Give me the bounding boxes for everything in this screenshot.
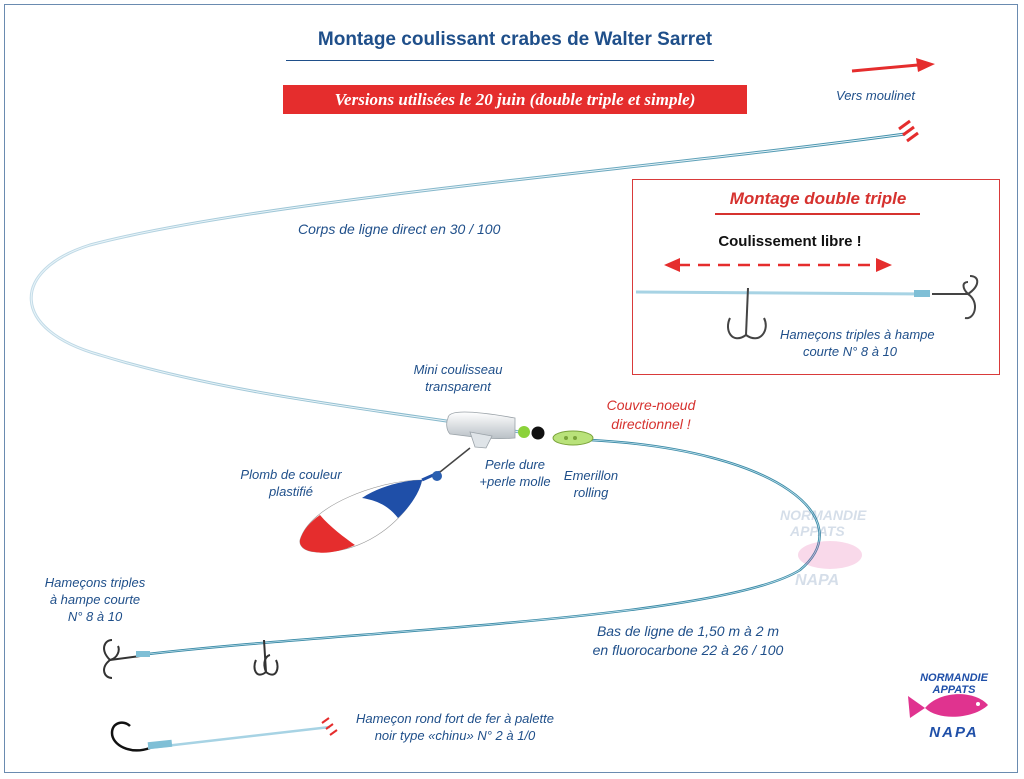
circle-hook-label-line2: noir type «chinu» N° 2 à 1/0 <box>374 728 536 743</box>
treble-hook-middle-icon <box>253 639 279 676</box>
sinker-icon <box>299 447 471 553</box>
slider-label-line2: transparent <box>425 379 491 394</box>
circle-hook-marks <box>321 717 338 736</box>
beads-label: Perle dure +perle molle <box>470 456 560 490</box>
inset-title: Montage double triple <box>729 189 907 208</box>
sinker-label-line2: plastifié <box>268 484 314 499</box>
treble-hooks-label-line2: à hampe courte <box>49 592 141 607</box>
knot-cover-label-line2: directionnel ! <box>611 416 691 432</box>
inset-hooks-label: Hameçons triples à hampe courte N° 8 à 1… <box>780 326 935 360</box>
swivel-label-line2: rolling <box>573 485 609 500</box>
knot-cover-label: Couvre-noeud directionnel ! <box>596 396 706 434</box>
inset-hooks-label-line2: courte N° 8 à 10 <box>802 344 898 359</box>
inset-hook-wrap <box>914 290 930 297</box>
hook-wrap-left <box>136 651 150 657</box>
leader-line-highlight <box>139 439 820 656</box>
sinker-label: Plomb de couleur plastifié <box>236 466 346 500</box>
logo-text-line1: NORMANDIE <box>920 672 988 684</box>
swivel-label-line1: Emerillon <box>563 468 619 483</box>
leader-label-line1: Bas de ligne de 1,50 m à 2 m <box>596 623 780 639</box>
inset-arrow-icon <box>664 258 892 272</box>
treble-hook-left-icon <box>103 639 149 679</box>
svg-text:NAPA: NAPA <box>795 572 839 589</box>
inset-hooks-label-line1: Hameçons triples à hampe <box>780 327 935 342</box>
title-underline <box>286 60 714 61</box>
double-treble-inset <box>632 179 1000 375</box>
logo-bottom-text: NAPA <box>929 724 979 741</box>
reel-arrow-icon <box>851 58 935 73</box>
treble-hooks-label-line3: N° 8 à 10 <box>67 609 123 624</box>
knot-cover-label-line1: Couvre-noeud <box>606 397 696 413</box>
page-title: Montage coulissant crabes de Walter Sarr… <box>317 29 713 50</box>
logo-text-line2: APPATS <box>932 684 976 696</box>
treble-hooks-label-line1: Hameçons triples <box>44 575 146 590</box>
logo-top-text: NORMANDIE APPATS <box>914 672 994 696</box>
circle-hook-label-line1: Hameçon rond fort de fer à palette <box>355 711 554 726</box>
inset-line <box>635 290 931 296</box>
swivel-label: Emerillon rolling <box>553 467 629 501</box>
inset-treble-end-icon <box>932 275 979 320</box>
circle-hook-icon <box>110 721 331 752</box>
watermark: NORMANDIE APPATS NAPA <box>780 507 867 589</box>
slider-label: Mini coulisseau transparent <box>408 361 508 395</box>
slider-icon <box>446 411 516 449</box>
version-banner: Versions utilisées le 20 juin (double tr… <box>283 85 747 114</box>
sliding-label: Coulissement libre ! <box>718 233 862 250</box>
leader-label: Bas de ligne de 1,50 m à 2 m en fluoroca… <box>588 622 788 660</box>
to-reel-label: Vers moulinet <box>836 88 915 103</box>
page-frame <box>4 4 1018 773</box>
treble-hooks-label: Hameçons triples à hampe courte N° 8 à 1… <box>40 574 150 625</box>
main-line-label: Corps de ligne direct en 30 / 100 <box>298 221 501 237</box>
svg-text:NORMANDIE: NORMANDIE <box>780 507 867 523</box>
napa-logo-icon <box>908 694 988 718</box>
beads-label-line1: Perle dure <box>485 457 545 472</box>
slider-label-line1: Mini coulisseau <box>413 362 503 377</box>
hard-bead <box>531 426 545 440</box>
beads-label-line2: +perle molle <box>479 474 551 489</box>
soft-bead <box>518 426 530 438</box>
swivel-icon <box>552 430 594 446</box>
sinker-label-line1: Plomb de couleur <box>240 467 342 482</box>
circle-hook-label: Hameçon rond fort de fer à palette noir … <box>350 710 560 744</box>
reel-end-marks <box>898 119 919 143</box>
svg-text:APPATS: APPATS <box>789 523 845 539</box>
main-line-highlight <box>30 133 906 433</box>
inset-treble-sliding-icon <box>727 287 767 340</box>
inset-title-underline <box>715 213 920 215</box>
leader-label-line2: en fluorocarbone 22 à 26 / 100 <box>592 642 784 658</box>
